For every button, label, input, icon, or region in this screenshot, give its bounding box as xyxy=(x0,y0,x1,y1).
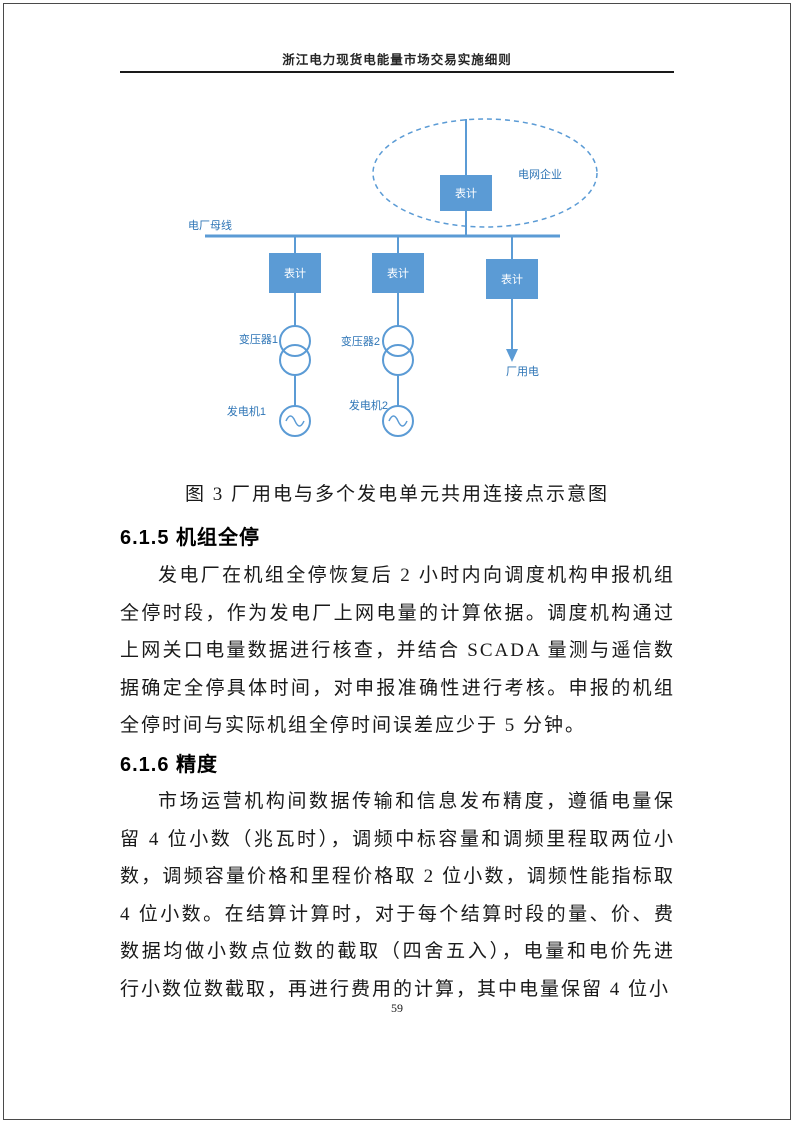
transformer1-coil-bottom xyxy=(279,344,311,376)
meter-box-branch3 xyxy=(486,259,538,299)
plant-use-label: 厂用电 xyxy=(506,365,539,378)
grid-company-label: 电网企业 xyxy=(518,167,562,181)
diagram-canvas: 表计 表计 表计 表计 电网企业 电厂母线 变压器1 变压器2 发电机1 发电机… xyxy=(188,118,598,437)
meter-box-grid xyxy=(440,175,492,211)
grid-company-boundary-ellipse xyxy=(372,118,598,228)
generator2-label: 发电机2 xyxy=(349,398,388,412)
plant-use-arrowhead-icon xyxy=(506,349,518,362)
generator1-sine-icon xyxy=(285,415,305,427)
header-rule xyxy=(120,71,674,73)
meter-label-branch3: 表计 xyxy=(501,272,523,286)
header-title: 浙江电力现货电能量市场交易实施细则 xyxy=(282,53,512,67)
section-6-1-5-paragraph: 发电厂在机组全停恢复后 2 小时内向调度机构申报机组全停时段，作为发电厂上网电量… xyxy=(120,565,675,737)
meter-box-branch1 xyxy=(269,253,321,293)
section-heading-6-1-5: 6.1.5 机组全停 xyxy=(120,527,261,549)
transformer2-coil-top xyxy=(382,325,414,357)
transformer1-coil-top xyxy=(279,325,311,357)
section-heading-6-1-6: 6.1.6 精度 xyxy=(120,754,219,776)
figure-caption: 图 3 厂用电与多个发电单元共用连接点示意图 xyxy=(184,484,609,505)
plant-bus-label: 电厂母线 xyxy=(188,218,232,232)
generator1-symbol xyxy=(279,405,311,437)
transformer2-label: 变压器2 xyxy=(341,334,380,348)
generator2-symbol xyxy=(382,405,414,437)
meter-label-branch2: 表计 xyxy=(387,266,409,280)
section-6-1-6-paragraph: 市场运营机构间数据传输和信息发布精度，遵循电量保留 4 位小数（兆瓦时），调频中… xyxy=(120,791,675,1000)
page-number: 59 xyxy=(391,1001,403,1015)
connection-point-diagram: 表计 表计 表计 表计 电网企业 电厂母线 变压器1 变压器2 发电机1 发电机… xyxy=(120,112,674,472)
meter-label-branch1: 表计 xyxy=(284,266,306,280)
generator1-label: 发电机1 xyxy=(227,404,266,418)
transformer2-coil-bottom xyxy=(382,344,414,376)
meter-box-branch2 xyxy=(372,253,424,293)
meter-label-grid: 表计 xyxy=(455,186,477,200)
transformer1-label: 变压器1 xyxy=(239,332,278,346)
generator2-sine-icon xyxy=(388,415,408,427)
